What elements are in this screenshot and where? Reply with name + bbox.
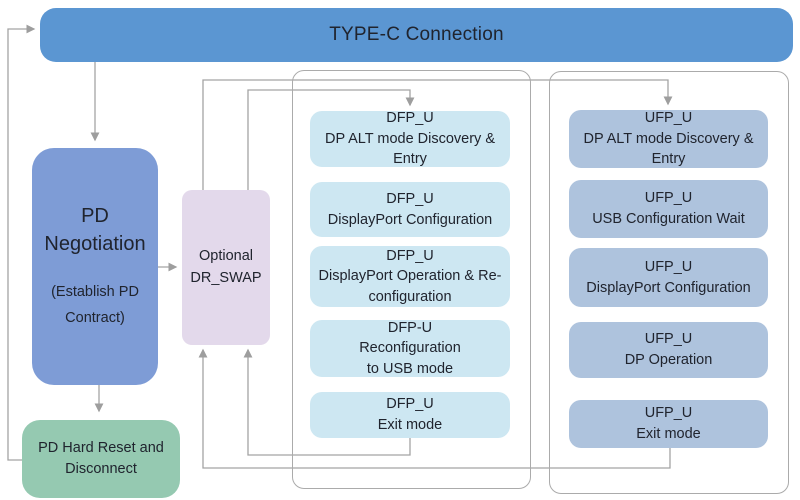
optional-dr-swap-label: Optional DR_SWAP [190,247,262,286]
dfp-box-body: DP ALT mode Discovery & Entry [324,130,496,168]
ufp-box-title: UFP_U [644,258,693,275]
connector-dfp-exit-to-drswap [243,348,411,456]
ufp-dp-operation-box: UFP_U DP Operation [569,322,768,378]
dfp-exit-mode-box: DFP_U Exit mode [310,392,510,438]
pd-negotiation-title: PD Negotiation [44,205,146,256]
dfp-box-body: Reconfiguration to USB mode [359,340,461,377]
dfp-box-title: DFP_U [386,247,434,264]
ufp-box-body: DP ALT mode Discovery & Entry [583,130,754,168]
dfp-box-title: DFP_U [386,110,434,127]
dfp-box-body: Exit mode [377,417,443,433]
typec-connection-box: TYPE-C Connection [40,8,793,62]
pd-hard-reset-box: PD Hard Reset and Disconnect [22,420,180,498]
connector-drswap-to-ufp-entry [202,79,673,190]
ufp-box-body: USB Configuration Wait [592,211,745,227]
dfp-group-outline [292,70,531,489]
ufp-box-body: Exit mode [636,426,701,442]
dfp-displayport-operation-box: DFP_U DisplayPort Operation & Re- config… [310,246,510,307]
optional-dr-swap-box: Optional DR_SWAP [182,190,270,345]
typec-connection-label: TYPE-C Connection [329,24,504,45]
ufp-usb-configuration-wait-box: UFP_U USB Configuration Wait [569,180,768,238]
pd-negotiation-box: PD Negotiation (Establish PD Contract) [32,148,158,385]
ufp-group-outline [549,71,789,494]
dfp-box-body: DisplayPort Configuration [327,211,493,228]
ufp-exit-mode-box: UFP_U Exit mode [569,400,768,448]
ufp-box-title: UFP_U [644,331,693,348]
ufp-box-title: UFP_U [644,110,693,127]
pd-hard-reset-label: PD Hard Reset and Disconnect [38,439,164,477]
connector-ufp-exit-to-drswap [198,348,671,469]
ufp-box-title: UFP_U [644,190,693,207]
dfp-displayport-configuration-box: DFP_U DisplayPort Configuration [310,182,510,237]
pd-negotiation-subtitle: (Establish PD Contract) [51,284,139,326]
connector-hardreset-to-typec [7,24,36,461]
connector-drswap-to-dfp-entry [247,89,415,190]
ufp-box-title: UFP_U [644,405,693,422]
dfp-alt-mode-discovery-box: DFP_U DP ALT mode Discovery & Entry [310,110,510,168]
dfp-box-title: DFP_U [386,396,434,413]
ufp-displayport-configuration-box: UFP_U DisplayPort Configuration [569,248,768,307]
dfp-box-title: DFP-U [387,319,433,336]
ufp-alt-mode-discovery-box: UFP_U DP ALT mode Discovery & Entry [569,110,768,168]
ufp-box-body: DP Operation [624,352,713,368]
ufp-box-body: DisplayPort Configuration [586,279,751,296]
dfp-box-body: DisplayPort Operation & Re- configuratio… [318,268,502,305]
dfp-reconfiguration-usb-box: DFP-U Reconfiguration to USB mode [310,320,510,377]
dfp-box-title: DFP_U [386,190,434,207]
